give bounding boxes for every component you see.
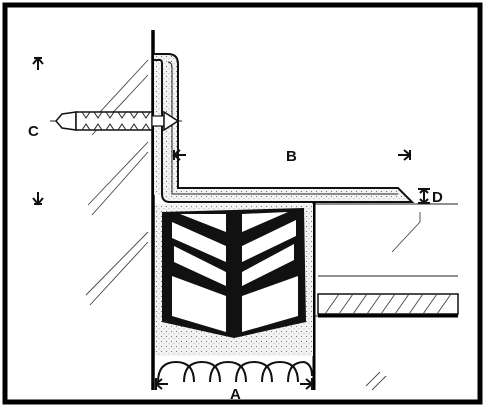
label-d: D <box>432 189 443 206</box>
label-c: C <box>28 123 39 140</box>
right-hatch <box>365 212 421 391</box>
compression-seal <box>162 208 306 338</box>
expansion-anchor-bolt-icon <box>50 110 182 132</box>
dimension-c <box>32 56 44 206</box>
sealant-bed <box>154 60 162 195</box>
slab-section <box>317 293 459 318</box>
label-b: B <box>286 148 297 165</box>
dimension-b <box>172 149 412 161</box>
backer-rod <box>157 360 313 383</box>
angle-flashing <box>154 53 415 203</box>
dimension-d <box>418 187 430 205</box>
dimension-a <box>154 378 314 390</box>
label-a: A <box>230 386 241 403</box>
